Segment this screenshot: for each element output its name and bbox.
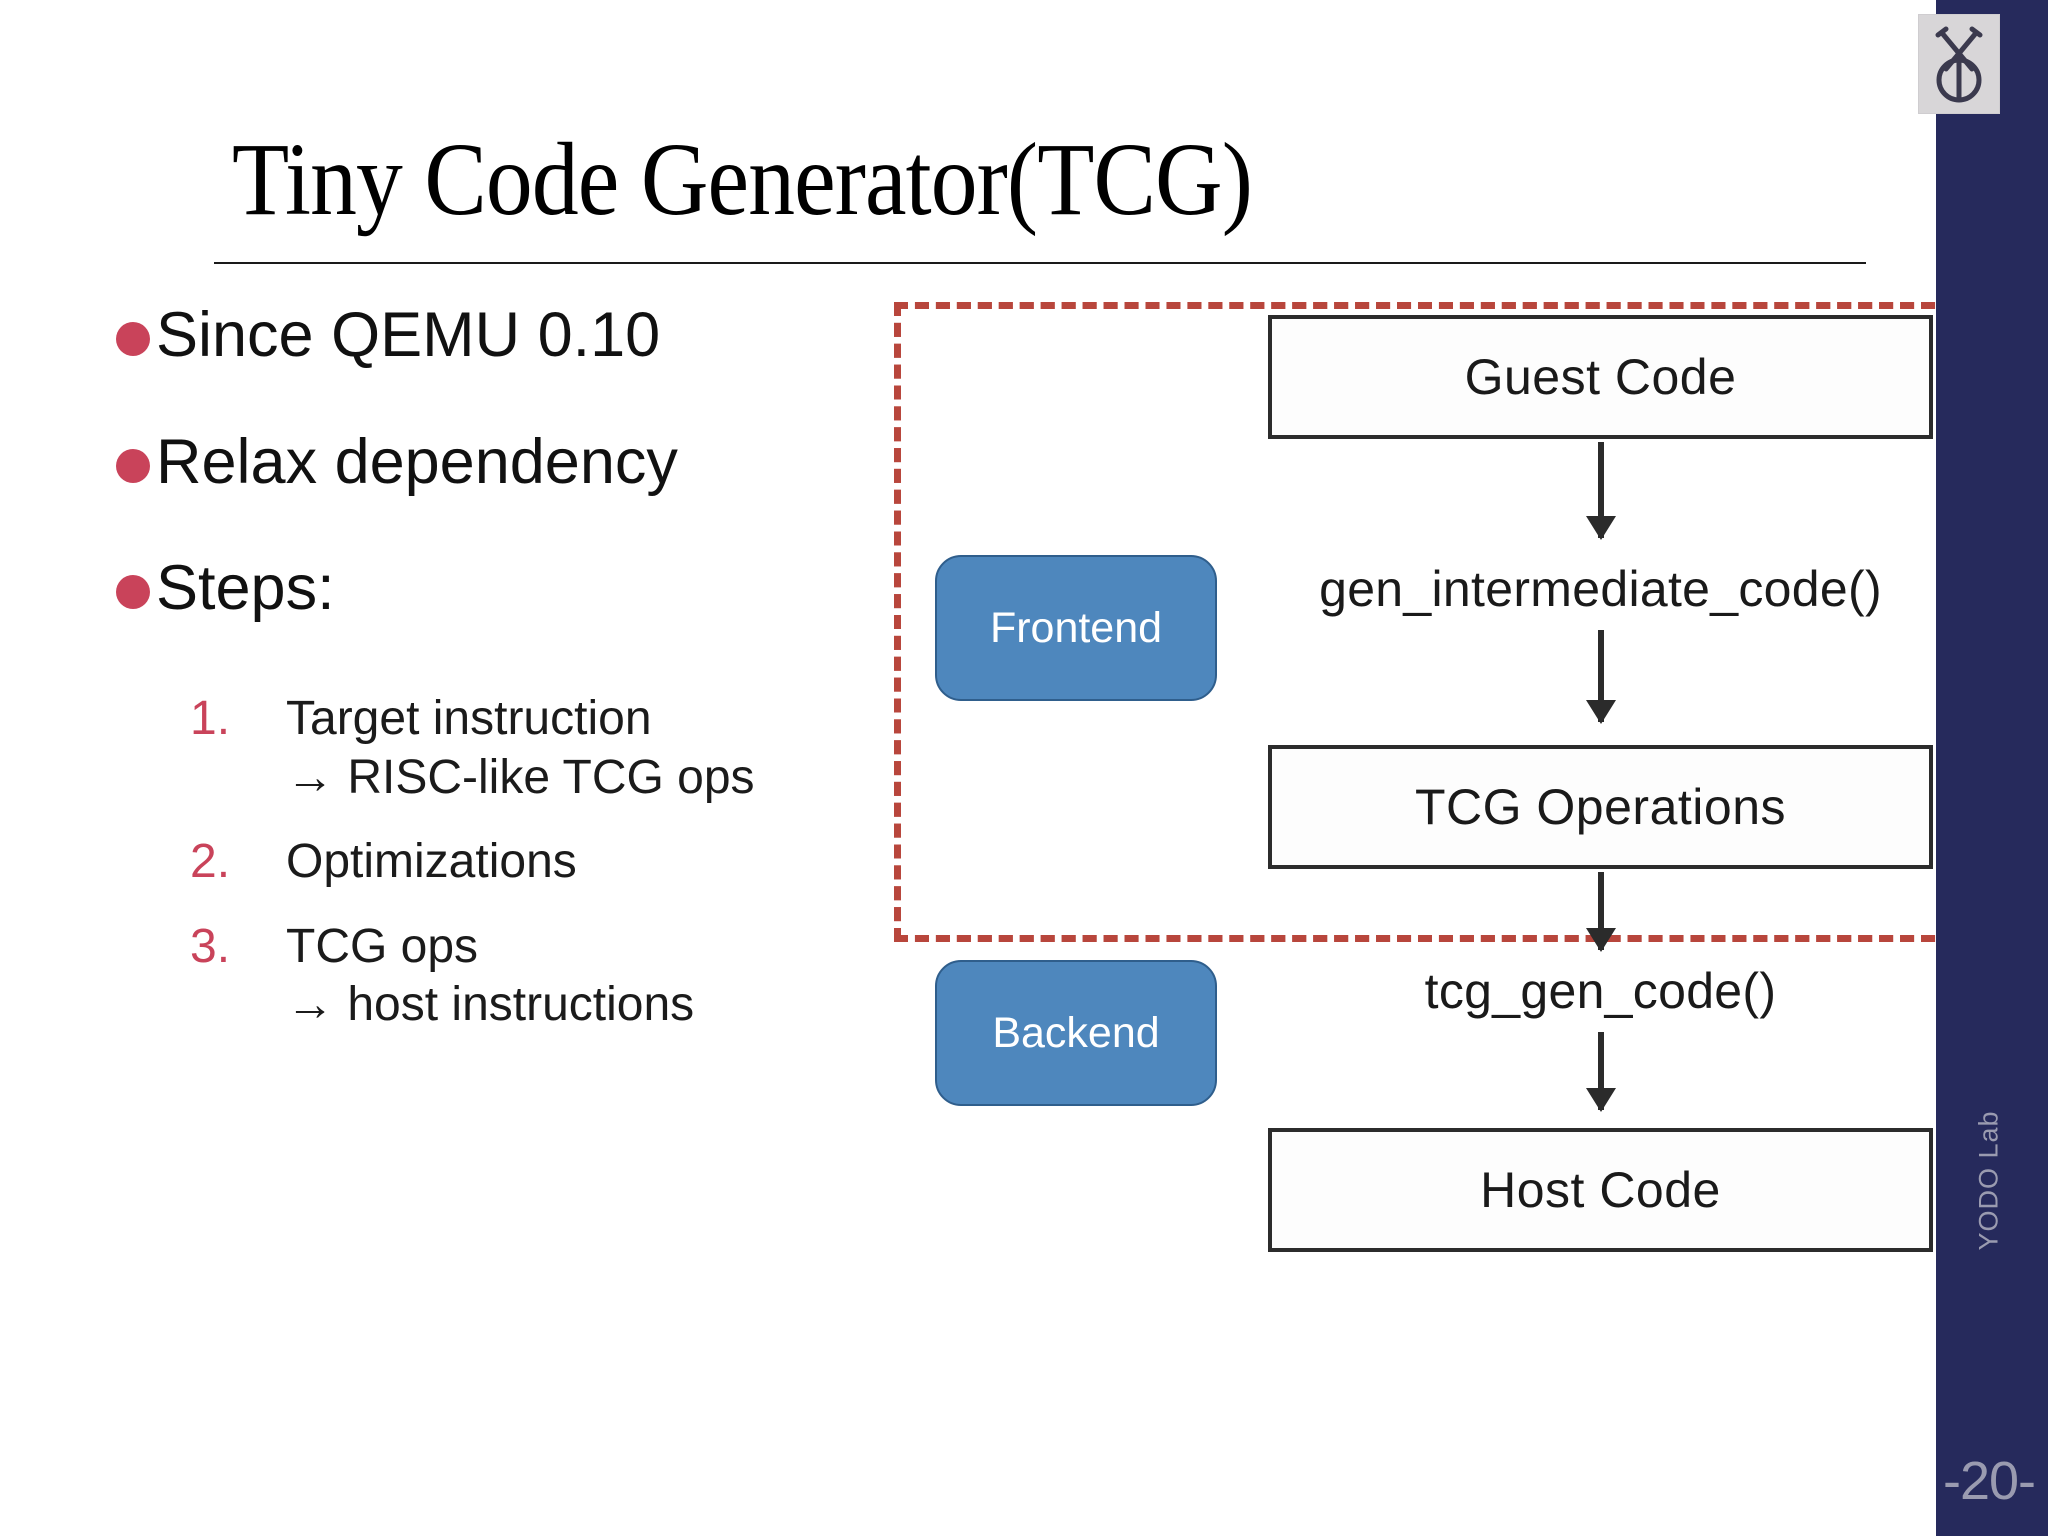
stage-label-tcg-gen-code: tcg_gen_code() (1424, 963, 1777, 1019)
step-label: TCG ops → host instructions (286, 919, 695, 1032)
step-label: Optimizations (286, 835, 577, 889)
stage-label: TCG Operations (1414, 779, 1786, 835)
step-number: 3. (190, 919, 231, 973)
bullet-dot-icon (116, 575, 150, 610)
arrow-down-icon (1586, 872, 1616, 952)
step-item: 2. Optimizations (190, 833, 930, 892)
logo (1918, 14, 2000, 114)
stage-label: Host Code (1480, 1162, 1721, 1218)
bullet-label: Since QEMU 0.10 (156, 300, 661, 370)
list-item: Relax dependency (116, 427, 876, 498)
steps-list: 1. Target instruction → RISC-like TCG op… (190, 690, 930, 1061)
crossed-keys-ring-logo-icon (1935, 26, 1983, 103)
arrow-down-icon (1586, 442, 1616, 540)
list-item: Steps: (116, 553, 876, 624)
step-item: 3. TCG ops → host instructions (190, 918, 930, 1035)
list-item: Since QEMU 0.10 (116, 300, 876, 371)
bullet-label: Relax dependency (156, 426, 678, 497)
stage-label: Guest Code (1464, 349, 1737, 405)
stage-box-host-code: Host Code (1268, 1128, 1933, 1252)
sidebar-band (1936, 0, 2048, 1536)
arrow-down-icon (1586, 630, 1616, 724)
stage-box-guest-code: Guest Code (1268, 315, 1933, 439)
step-item: 1. Target instruction → RISC-like TCG op… (190, 690, 930, 807)
title-divider (214, 262, 1866, 264)
tcg-flow-diagram: Frontend Backend Guest Code gen_intermed… (880, 290, 1956, 1360)
stage-box-tcg-operations: TCG Operations (1268, 745, 1933, 869)
phase-label: Frontend (989, 603, 1163, 652)
phase-box-backend: Backend (935, 960, 1217, 1106)
page-number: -20- (1942, 1451, 2036, 1511)
phase-label: Backend (992, 1008, 1160, 1057)
page-title: Tiny Code Generator(TCG) (232, 122, 1253, 237)
step-number: 2. (190, 835, 231, 889)
step-label: Target instruction → RISC-like TCG ops (286, 692, 755, 804)
step-number: 1. (190, 692, 231, 745)
phase-box-frontend: Frontend (935, 555, 1217, 701)
bullet-label: Steps: (156, 553, 335, 624)
bullet-dot-icon (116, 448, 150, 483)
bullet-dot-icon (116, 322, 150, 356)
lab-name-label: YODO Lab (1973, 1110, 2004, 1251)
arrow-down-icon (1586, 1032, 1616, 1112)
bullet-list: Since QEMU 0.10 Relax dependency Steps: (116, 300, 876, 680)
stage-label-gen-intermediate-code: gen_intermediate_code() (1319, 561, 1882, 617)
